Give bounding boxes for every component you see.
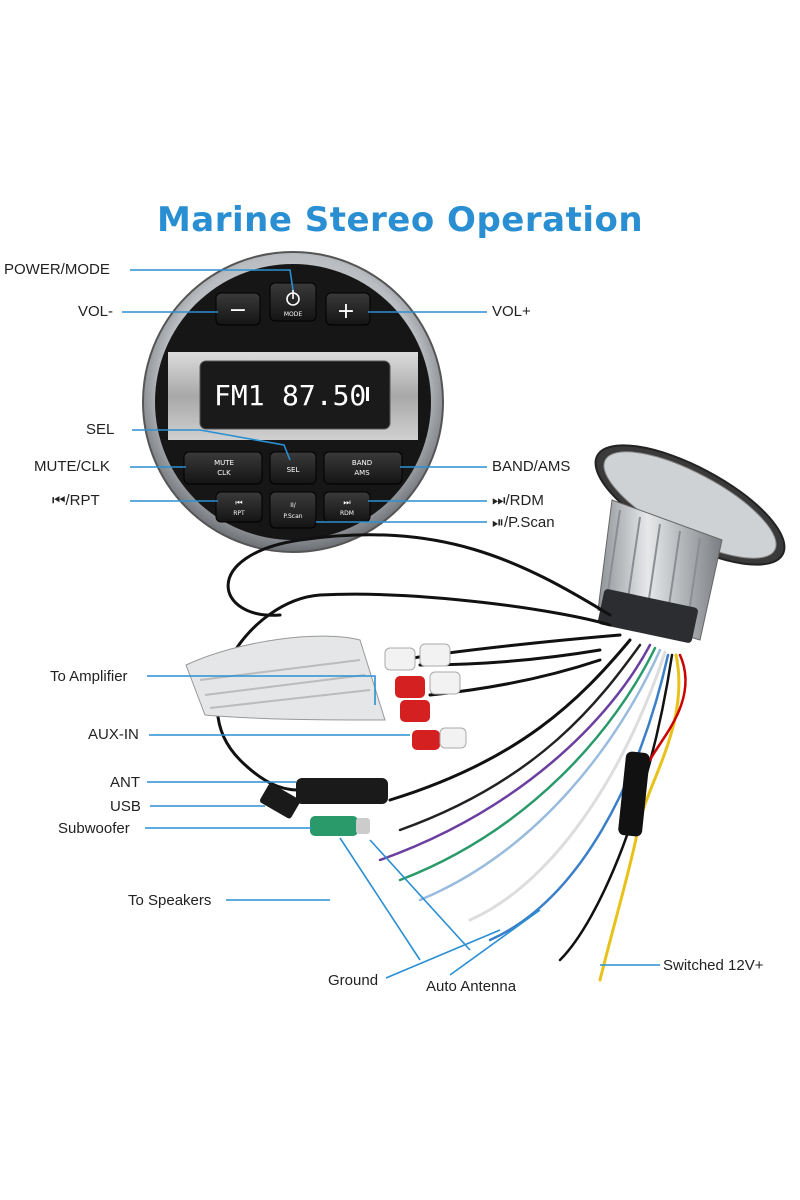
power-icon bbox=[286, 290, 300, 306]
label-play-pscan: ⏯/P.Scan bbox=[492, 514, 555, 531]
label-subwoofer: Subwoofer bbox=[58, 820, 130, 837]
sel-key[interactable]: SEL bbox=[269, 451, 317, 485]
label-to-speakers: To Speakers bbox=[128, 892, 212, 909]
page-title: Marine Stereo Operation bbox=[156, 200, 644, 240]
band-key-label-2: AMS bbox=[354, 469, 370, 477]
pscan-key-label-2: P.Scan bbox=[283, 513, 302, 520]
sel-key-label: SEL bbox=[287, 466, 300, 474]
label-to-amplifier: To Amplifier bbox=[50, 668, 128, 685]
mute-key-label-2: CLK bbox=[217, 469, 231, 477]
lcd-band: FM1 bbox=[214, 379, 265, 412]
next-icon: ⏭ bbox=[343, 498, 350, 507]
stereo-rear-unit bbox=[594, 444, 786, 643]
rdm-key-label: RDM bbox=[340, 510, 354, 517]
prev-rpt-key[interactable]: ⏮ RPT bbox=[215, 491, 263, 523]
label-power-mode: POWER/MODE bbox=[4, 261, 110, 278]
label-switched-12v: Switched 12V+ bbox=[663, 957, 764, 974]
lcd-display: FM1 87.50 bbox=[214, 379, 369, 412]
svg-text:+: + bbox=[337, 299, 355, 324]
label-usb: USB bbox=[110, 798, 141, 815]
band-ams-key[interactable]: BAND AMS bbox=[323, 451, 403, 485]
play-pscan-key[interactable]: II/ P.Scan bbox=[269, 491, 317, 529]
label-ground: Ground bbox=[328, 972, 379, 989]
mute-key-label-1: MUTE bbox=[214, 459, 234, 467]
lcd-frequency: 87.50 bbox=[282, 379, 366, 412]
pscan-key-label-1: II/ bbox=[290, 502, 297, 509]
usb-connector bbox=[260, 783, 300, 819]
label-aux-in: AUX-IN bbox=[88, 726, 139, 743]
antenna-connector bbox=[296, 778, 388, 804]
subwoofer-connector bbox=[310, 816, 370, 836]
wire-harness bbox=[215, 533, 687, 982]
svg-text:−: − bbox=[229, 298, 247, 323]
rpt-key-label: RPT bbox=[233, 510, 245, 517]
vol-minus-key[interactable]: − bbox=[215, 292, 261, 326]
band-key-label-1: BAND bbox=[352, 459, 372, 467]
label-sel: SEL bbox=[86, 421, 115, 438]
label-mute-clk: MUTE/CLK bbox=[34, 458, 110, 475]
power-mode-key[interactable]: MODE bbox=[269, 282, 317, 322]
mode-key-label: MODE bbox=[284, 311, 303, 318]
vol-plus-key[interactable]: + bbox=[325, 292, 371, 326]
label-next-rdm: ⏭/RDM bbox=[492, 492, 544, 509]
label-vol-plus: VOL+ bbox=[492, 303, 531, 320]
label-prev-rpt: ⏮/RPT bbox=[52, 492, 100, 509]
rca-plugs bbox=[384, 643, 467, 750]
prev-icon: ⏮ bbox=[235, 498, 242, 507]
label-ant: ANT bbox=[110, 774, 140, 791]
label-vol-minus: VOL- bbox=[78, 303, 114, 320]
label-auto-antenna: Auto Antenna bbox=[426, 978, 517, 995]
next-rdm-key[interactable]: ⏭ RDM bbox=[323, 491, 371, 523]
mute-clk-key[interactable]: MUTE CLK bbox=[183, 451, 263, 485]
manual-booklet bbox=[185, 635, 386, 721]
leader-lines bbox=[122, 269, 660, 979]
label-band-ams: BAND/AMS bbox=[492, 458, 571, 475]
